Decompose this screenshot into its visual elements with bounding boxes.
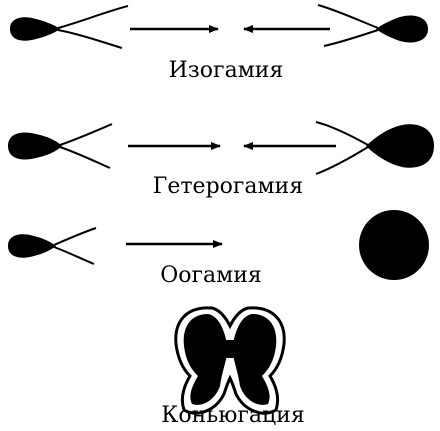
heterogamy-female-gamete xyxy=(315,121,434,175)
conjugation-row: Коньюгация xyxy=(161,306,305,428)
isogamy-label: Изогамия xyxy=(169,58,284,83)
conjugation-cell-pair xyxy=(174,306,286,415)
oogamy-sperm xyxy=(8,227,97,265)
heterogamy-male-gamete xyxy=(8,123,113,169)
heterogamy-row: Гетерогамия xyxy=(8,121,434,199)
isogamy-right-gamete xyxy=(317,4,428,47)
oogamy-row: Оогамия xyxy=(8,210,429,288)
oogamy-label: Оогамия xyxy=(160,263,262,288)
conjugation-label: Коньюгация xyxy=(161,403,304,428)
oogamy-egg-cell xyxy=(359,210,429,280)
isogamy-row: Изогамия xyxy=(10,4,428,83)
heterogamy-label: Гетерогамия xyxy=(153,174,303,199)
isogamy-left-gamete xyxy=(10,5,129,49)
